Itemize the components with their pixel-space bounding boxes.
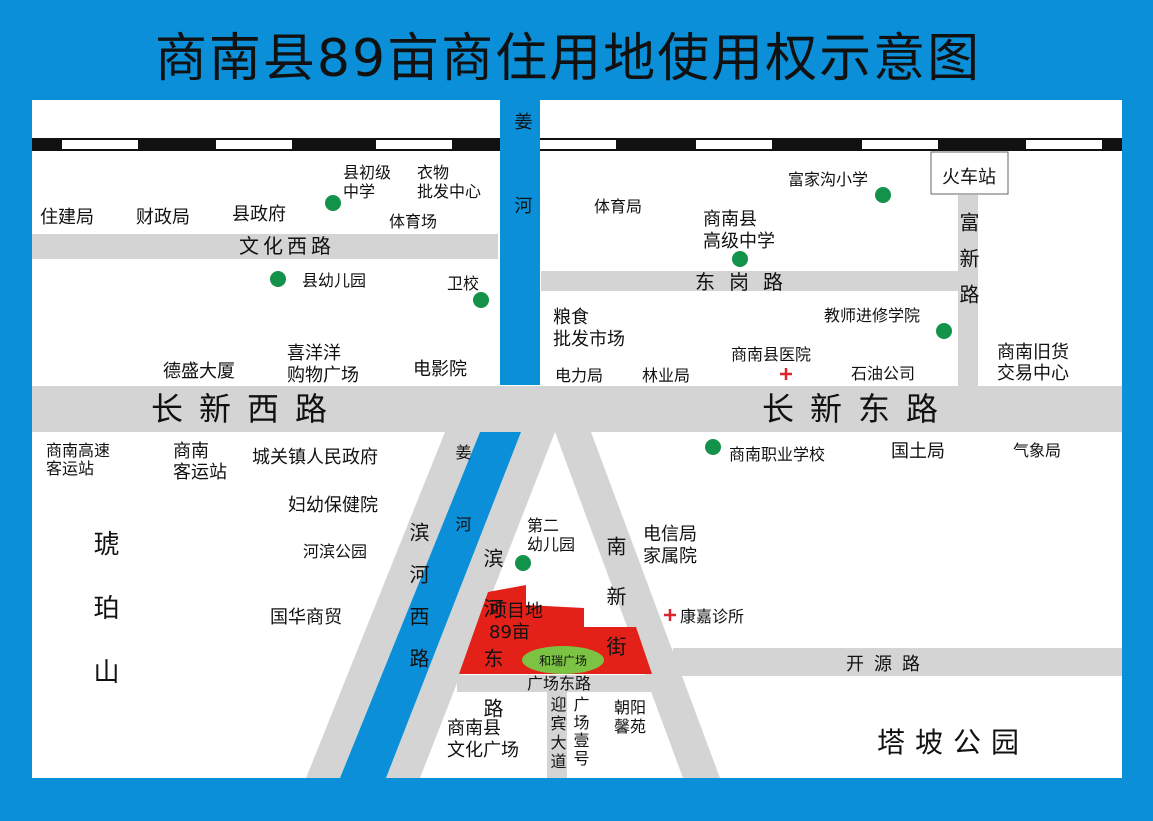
label-binhe-east-road: 滨河东路 [480, 548, 504, 748]
label-wenhua-west-road: 文化西路 [239, 234, 335, 258]
road-kaiyuan [673, 648, 1122, 676]
label-guangchang-east-road: 广场东路 [527, 674, 591, 693]
river-south [340, 432, 521, 778]
label-river-south: 姜河 [453, 444, 472, 588]
label-weixiao: 卫校 [447, 274, 479, 293]
label-gaojizhongxue: 商南县高级中学 [703, 209, 775, 252]
project-site [459, 585, 652, 674]
hospital-cross-icon [780, 368, 792, 380]
label-dianyingyuan: 电影院 [413, 359, 467, 380]
label-dier: 第二幼儿园 [527, 516, 575, 554]
label-tiyuju: 体育局 [594, 197, 642, 216]
label-yiwu: 衣物批发中心 [417, 163, 481, 201]
label-nanxin-street: 南新街 [603, 536, 627, 686]
label-guohua: 国华商贸 [270, 607, 342, 628]
label-linyeju: 林业局 [642, 366, 690, 385]
label-zhiye: 商南职业学校 [729, 445, 825, 464]
label-tapo: 塔坡公园 [877, 726, 1029, 759]
label-zhujianju: 住建局 [40, 207, 94, 228]
page-title: 商南县89亩商住用地使用权示意图 [155, 29, 981, 89]
label-binhe-west-road: 滨河西路 [406, 522, 430, 690]
label-chaoyang: 朝阳馨苑 [614, 698, 646, 736]
label-keyun: 商南客运站 [173, 441, 227, 483]
label-xianchuji: 县初级中学 [343, 163, 391, 201]
school-icon [325, 195, 341, 211]
road-nanxin [555, 432, 720, 778]
label-wenhuaguangchang: 商南县文化广场 [447, 718, 519, 761]
label-xianzhengfu: 县政府 [232, 204, 286, 225]
label-guangchangyi: 广场壹号 [571, 696, 590, 768]
school-icon [936, 323, 952, 339]
railway-track-icon [32, 138, 1122, 151]
label-tiyuchang: 体育场 [389, 212, 437, 231]
label-jiaoshi: 教师进修学院 [824, 306, 920, 325]
school-icon [875, 187, 891, 203]
clinic-cross-icon [664, 609, 676, 621]
school-icon [705, 439, 721, 455]
river-north [500, 100, 540, 385]
label-donggang-road: 东岗路 [695, 270, 797, 294]
label-huochezhan: 火车站 [942, 167, 996, 188]
label-gaosu: 商南高速客运站 [46, 441, 110, 478]
road-binhe-east [386, 432, 555, 778]
school-icon [732, 251, 748, 267]
label-liangshi: 粮食批发市场 [553, 307, 625, 350]
label-guotu: 国土局 [891, 441, 945, 462]
label-qixiang: 气象局 [1013, 441, 1061, 460]
station-box [930, 151, 1009, 195]
label-jiuhuo: 商南旧货交易中心 [997, 342, 1069, 384]
school-icon [270, 271, 286, 287]
label-river-north: 姜河 [512, 112, 533, 280]
label-desheng: 德盛大厦 [163, 361, 235, 382]
label-changxin-west-road: 长新西路 [151, 390, 343, 428]
label-fuyou: 妇幼保健院 [288, 495, 378, 516]
label-chengguan: 城关镇人民政府 [252, 447, 378, 468]
label-yiyuan: 商南县医院 [731, 345, 811, 364]
road-wenhua-west [32, 234, 498, 259]
school-icon [473, 292, 489, 308]
herui-plaza [522, 646, 604, 674]
label-dianxin: 电信局家属院 [643, 524, 697, 567]
road-changxin [32, 386, 1122, 432]
label-fuxin-road: 富新路 [956, 212, 980, 320]
label-kaiyuan-road: 开源路 [846, 654, 930, 675]
label-fujiagou: 富家沟小学 [788, 170, 868, 189]
road-fuxin [958, 195, 978, 386]
label-herui: 和瑞广场 [539, 654, 587, 668]
label-xiyangyang: 喜洋洋购物广场 [287, 343, 359, 386]
school-icon [515, 555, 531, 571]
label-youeryuan: 县幼儿园 [302, 271, 366, 290]
label-changxin-east-road: 长新东路 [762, 390, 954, 428]
label-dianliju: 电力局 [555, 366, 603, 385]
label-hebin: 河滨公园 [303, 542, 367, 561]
label-kangjia: 康嘉诊所 [680, 607, 744, 626]
label-shiyou: 石油公司 [851, 364, 915, 383]
label-hupo: 琥珀山 [89, 530, 119, 722]
label-yingbin-avenue: 迎宾大道 [548, 696, 567, 772]
road-donggang [541, 271, 958, 291]
road-yingbin [547, 692, 567, 778]
road-binhe-west [306, 432, 480, 778]
label-caizhengju: 财政局 [136, 207, 190, 228]
road-guangchang-east [457, 675, 664, 692]
